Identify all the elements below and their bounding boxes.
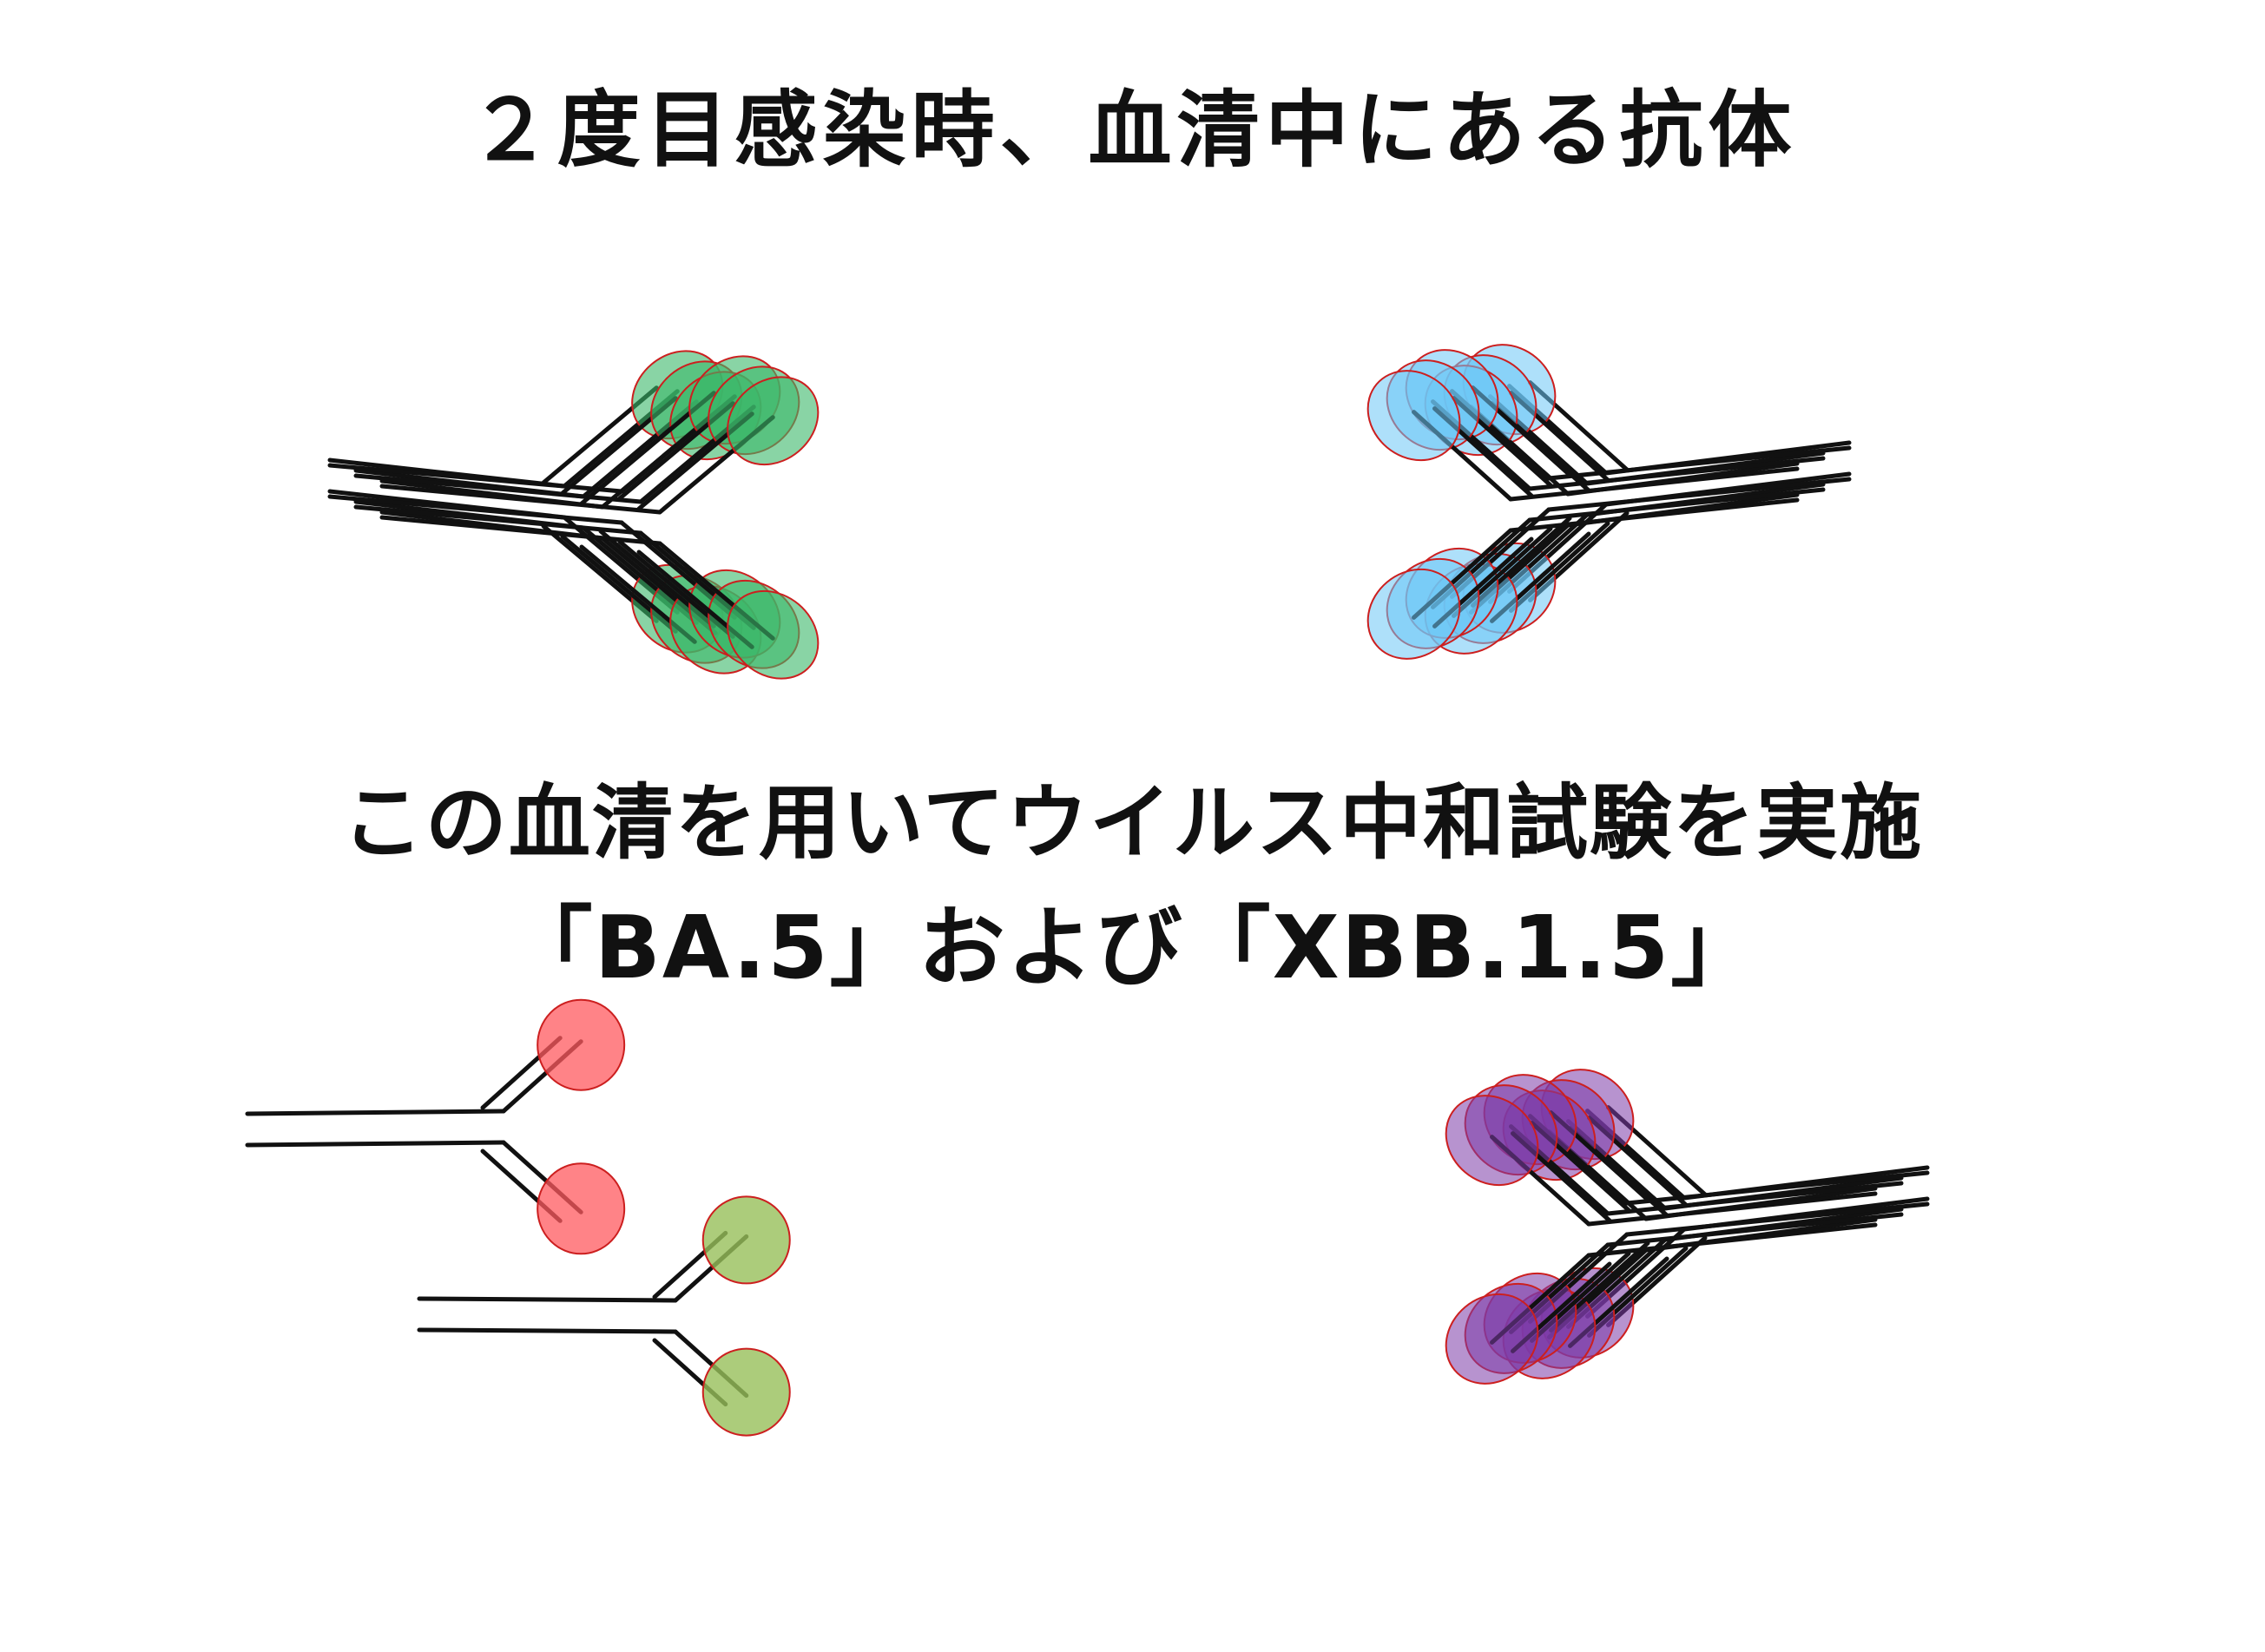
- antigen-binding-site: [727, 376, 820, 466]
- stem-line: [1586, 1222, 1878, 1258]
- stem-line: [353, 504, 643, 536]
- stem-line: [417, 1296, 678, 1303]
- antigen-binding-site: [1366, 370, 1461, 462]
- antigen-binding-site: [701, 1347, 791, 1437]
- antibody-cluster-purple: [1445, 1069, 1930, 1385]
- stem-line: [1546, 477, 1852, 512]
- stem-line: [1586, 1191, 1878, 1227]
- antibody-cluster-green: [327, 350, 820, 680]
- antibody-olive: [417, 1195, 791, 1437]
- antibody-red: [245, 998, 626, 1255]
- stem-line: [1527, 487, 1826, 523]
- stem-line: [1527, 456, 1826, 491]
- stem-line: [245, 1109, 506, 1116]
- stem-line: [327, 494, 624, 525]
- description-line-1: この血清を用いてウイルス中和試験を実施: [341, 776, 1924, 871]
- stem-line: [327, 463, 624, 494]
- stem-line: [1624, 1170, 1930, 1206]
- stem-line: [1624, 1201, 1930, 1237]
- antibody-cluster-blue: [1366, 344, 1852, 660]
- antigen-binding-site: [1445, 1293, 1539, 1385]
- stem-line: [1508, 466, 1800, 502]
- antigen-binding-site: [537, 1162, 626, 1255]
- main-heading: ２度目感染時、血清中にある抗体: [468, 82, 1797, 179]
- antigen-binding-site: [727, 589, 820, 680]
- stem-line: [417, 1327, 678, 1334]
- stem-line: [353, 473, 643, 504]
- antigen-binding-site: [701, 1195, 791, 1285]
- stem-line: [1546, 445, 1852, 481]
- stem-line: [1508, 497, 1800, 533]
- stem-line: [1605, 1212, 1904, 1247]
- antigen-binding-site: [537, 998, 626, 1091]
- stem-line: [245, 1140, 506, 1148]
- stem-line: [379, 515, 662, 546]
- stem-line: [379, 484, 662, 515]
- description-line-2: 「BA.5」および「XBB.1.5」: [505, 897, 1760, 998]
- stem-line: [1605, 1181, 1904, 1216]
- antigen-binding-site: [1366, 568, 1461, 660]
- antigen-binding-site: [1445, 1095, 1539, 1187]
